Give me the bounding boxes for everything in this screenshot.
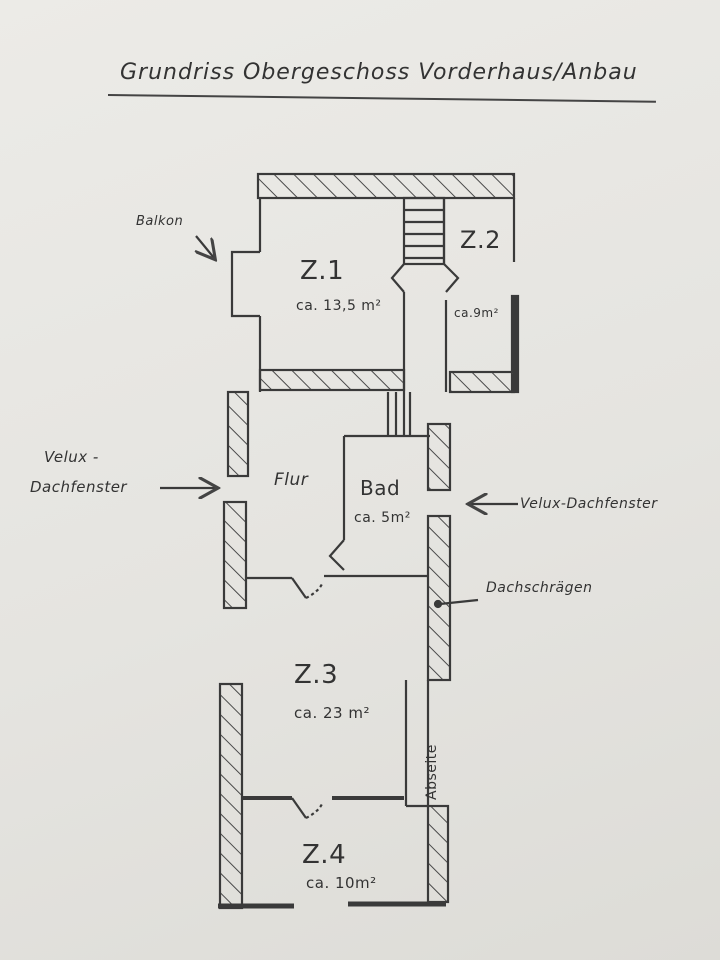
bad-walls: [324, 422, 452, 682]
flur-bottom-wall: [246, 576, 323, 599]
room-z2-name: Z.2: [460, 226, 501, 254]
z4-bottom-wall: [218, 901, 446, 909]
velux-right-label: Velux-Dachfenster: [520, 496, 658, 512]
balkon-arrow: [196, 235, 214, 258]
room-z1-name: Z.1: [300, 256, 345, 286]
room-z3-area: ca. 23 m²: [294, 704, 370, 722]
dachschraegen-pointer: [433, 598, 479, 609]
room-z3-name: Z.3: [294, 660, 339, 690]
velux-left-label-line1: Velux -: [44, 448, 99, 466]
plan-title: Grundriss Obergeschoss Vorderhaus/Anbau: [120, 60, 638, 85]
room-z1-area: ca. 13,5 m²: [296, 298, 382, 314]
z3-z4-separator: [242, 796, 404, 819]
staircase: [402, 196, 446, 266]
z2-bottom-wall: [448, 370, 516, 394]
room-bad-name: Bad: [360, 476, 401, 500]
corridor-connector: [386, 392, 412, 436]
room-flur-name: Flur: [274, 470, 309, 490]
room-bad-area: ca. 5m²: [354, 510, 411, 526]
balcony-outline: [230, 250, 260, 318]
z1-bottom-wall: [258, 368, 406, 392]
z4-right-wall: [426, 804, 450, 904]
top-wall: [256, 172, 516, 200]
abseite-label: Abseite: [424, 744, 440, 800]
room-z4-area: ca. 10m²: [306, 874, 377, 892]
flur-left-wall: [222, 390, 250, 610]
velux-left-label-line2: Dachfenster: [30, 478, 128, 496]
dachschraegen-label: Dachschrägen: [486, 580, 593, 596]
room-z2-area: ca.9m²: [454, 306, 499, 320]
balkon-label: Balkon: [136, 214, 184, 229]
room-z4-name: Z.4: [302, 840, 347, 870]
z2-walls: [442, 198, 520, 394]
